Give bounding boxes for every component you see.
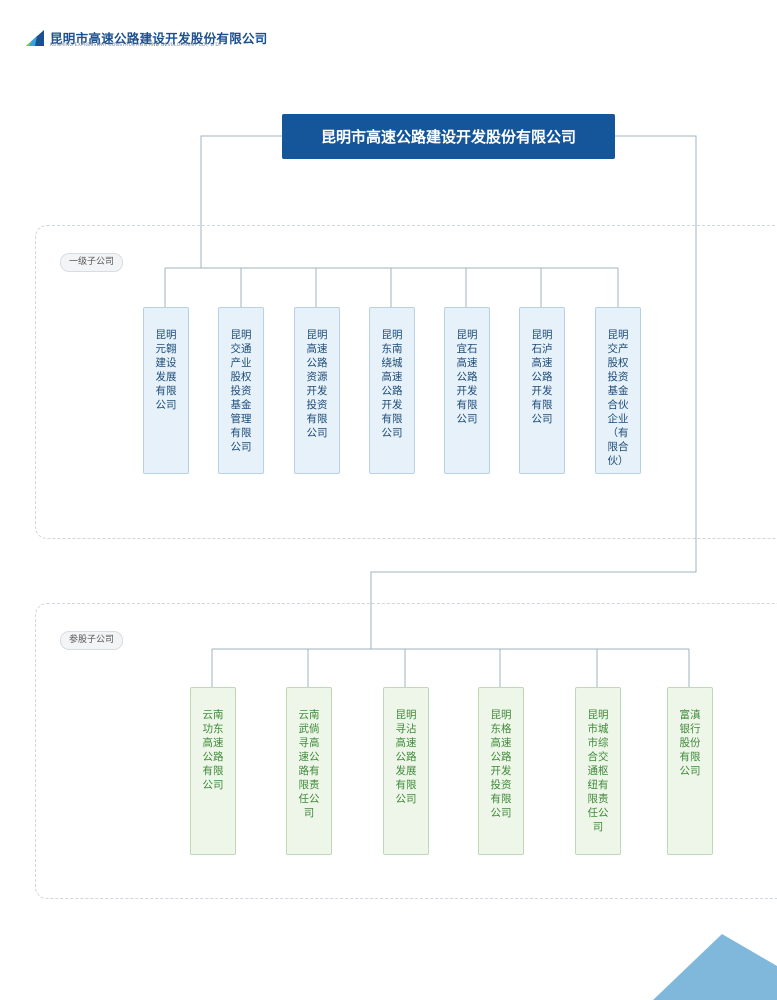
tier2-company-name: 云南功东高速公路有限公司: [202, 709, 224, 791]
tier2-company-node: 昆明寻沾高速公路发展有限公司: [383, 687, 429, 855]
tier1-company-name: 昆明元翱建设发展有限公司: [155, 329, 177, 411]
tier1-company-node: 昆明石泸高速公路开发有限公司: [519, 307, 565, 474]
tier1-company-node: 昆明东南绕城高速公路开发有限公司: [369, 307, 415, 474]
tier1-company-node: 昆明交通产业股权投资基金管理有限公司: [218, 307, 264, 474]
logo-company-name: 昆明市高速公路建设开发股份有限公司: [50, 31, 268, 46]
tier2-company-name: 昆明市城市综合交通枢纽有限责任公司: [587, 709, 609, 833]
tier1-company-node: 昆明宜石高速公路开发有限公司: [444, 307, 490, 474]
tier1-container: [35, 225, 777, 539]
tier2-company-name: 富滇银行股份有限公司: [679, 709, 701, 777]
tier1-company-node: 昆明元翱建设发展有限公司: [143, 307, 189, 474]
tier2-company-name: 昆明寻沾高速公路发展有限公司: [395, 709, 417, 805]
tier1-label: 一级子公司: [60, 253, 124, 272]
tier2-company-node: 昆明东格高速公路开发投资有限公司: [478, 687, 524, 855]
tier1-company-node: 昆明高速公路资源开发投资有限公司: [294, 307, 340, 474]
tier2-container: [35, 603, 777, 899]
tier2-company-name: 昆明东格高速公路开发投资有限公司: [490, 709, 512, 819]
tier2-company-node: 富滇银行股份有限公司: [667, 687, 713, 855]
tier2-company-node: 云南武倘寻高速公路有限责任公司: [286, 687, 332, 855]
tier2-company-node: 云南功东高速公路有限公司: [190, 687, 236, 855]
tier1-company-name: 昆明石泸高速公路开发有限公司: [531, 329, 553, 425]
tier2-company-name: 云南武倘寻高速公路有限责任公司: [298, 709, 320, 819]
tier1-company-name: 昆明宜石高速公路开发有限公司: [456, 329, 478, 425]
tier1-company-name: 昆明东南绕城高速公路开发有限公司: [381, 329, 403, 439]
tier2-label: 参股子公司: [60, 631, 124, 650]
logo-mark-icon: [26, 30, 44, 46]
tier1-company-name: 昆明高速公路资源开发投资有限公司: [306, 329, 328, 439]
tier1-company-node: 昆明交产股权投资基金合伙企业（有限合伙）: [595, 307, 641, 474]
tier2-company-node: 昆明市城市综合交通枢纽有限责任公司: [575, 687, 621, 855]
root-company-node: 昆明市高速公路建设开发股份有限公司: [282, 114, 615, 159]
tier1-company-name: 昆明交产股权投资基金合伙企业（有限合伙）: [607, 329, 629, 467]
logo-company-name-en: KUNMING EXPRESSWAY CONSTRUCTION AND DEVE…: [50, 43, 221, 48]
tier1-company-name: 昆明交通产业股权投资基金管理有限公司: [230, 329, 252, 453]
